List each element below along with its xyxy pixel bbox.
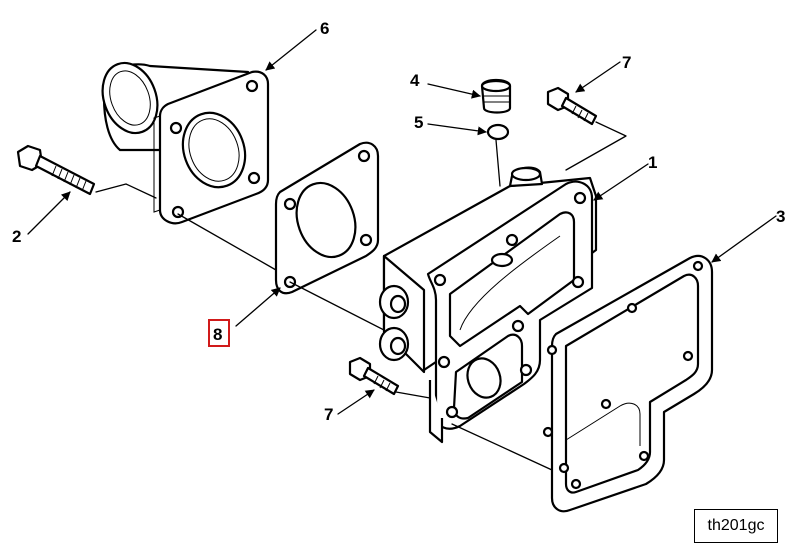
part-1-thermostat-housing bbox=[378, 166, 598, 444]
callout-3: 3 bbox=[776, 207, 785, 226]
part-7-capscrew-lower bbox=[348, 356, 400, 396]
figure-reference-label: th201gc bbox=[694, 509, 778, 543]
alignment-lines bbox=[95, 121, 627, 471]
part-8-gasket bbox=[274, 141, 380, 295]
part-7-capscrew-upper bbox=[546, 86, 598, 126]
part-2-capscrew bbox=[16, 144, 96, 196]
callout-2: 2 bbox=[12, 227, 21, 246]
callout-8-highlight-box bbox=[208, 319, 230, 347]
callout-4: 4 bbox=[410, 71, 420, 90]
part-4-pipe-plug bbox=[480, 78, 512, 114]
part-5-o-ring bbox=[486, 123, 510, 141]
callout-7-upper: 7 bbox=[622, 53, 631, 72]
callout-7-lower: 7 bbox=[324, 405, 333, 424]
part-6-water-outlet-elbow bbox=[101, 61, 270, 225]
callout-labels: 6 2 4 5 7 1 3 7 8 bbox=[12, 19, 785, 424]
part-3-housing-gasket bbox=[542, 254, 714, 513]
callout-8: 8 bbox=[213, 325, 222, 344]
callout-1: 1 bbox=[648, 153, 657, 172]
callout-6: 6 bbox=[320, 19, 329, 38]
callout-5: 5 bbox=[414, 113, 423, 132]
leader-arrows bbox=[27, 29, 777, 415]
